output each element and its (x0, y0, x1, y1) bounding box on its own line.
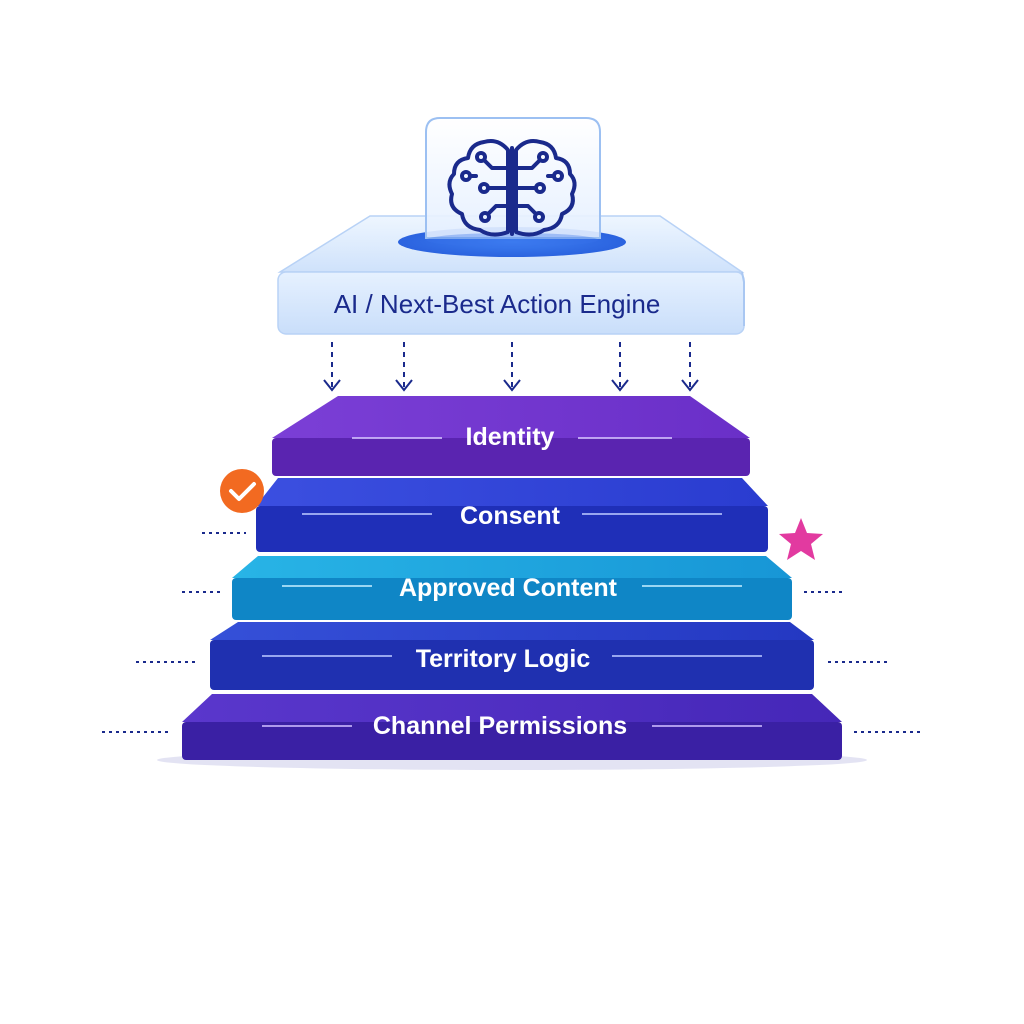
engine-panel: AI / Next-Best Action Engine (277, 117, 745, 335)
brain-circuit-icon (447, 139, 577, 237)
side-connectors (102, 532, 922, 733)
layer-territory-logic: Territory Logic (210, 622, 814, 690)
layer-channel-permissions: Channel Permissions (182, 694, 842, 760)
layer-label: Approved Content (399, 574, 618, 602)
star-icon (779, 518, 823, 560)
arrow-down-icon (323, 342, 341, 392)
layer-consent: Consent (256, 478, 768, 552)
connector-arrows (323, 342, 699, 392)
arrow-down-icon (395, 342, 413, 392)
check-circle-icon (220, 469, 264, 513)
layer-label: Territory Logic (416, 645, 591, 673)
engine-label: AI / Next-Best Action Engine (334, 289, 661, 319)
layer-identity: Identity (272, 396, 750, 476)
arrow-down-icon (681, 342, 699, 392)
layer-approved-content: Approved Content (232, 556, 792, 620)
arrow-down-icon (611, 342, 629, 392)
layer-label: Consent (460, 502, 561, 530)
arrow-down-icon (503, 342, 521, 392)
layer-label: Identity (466, 423, 555, 451)
layer-label: Channel Permissions (373, 712, 627, 740)
